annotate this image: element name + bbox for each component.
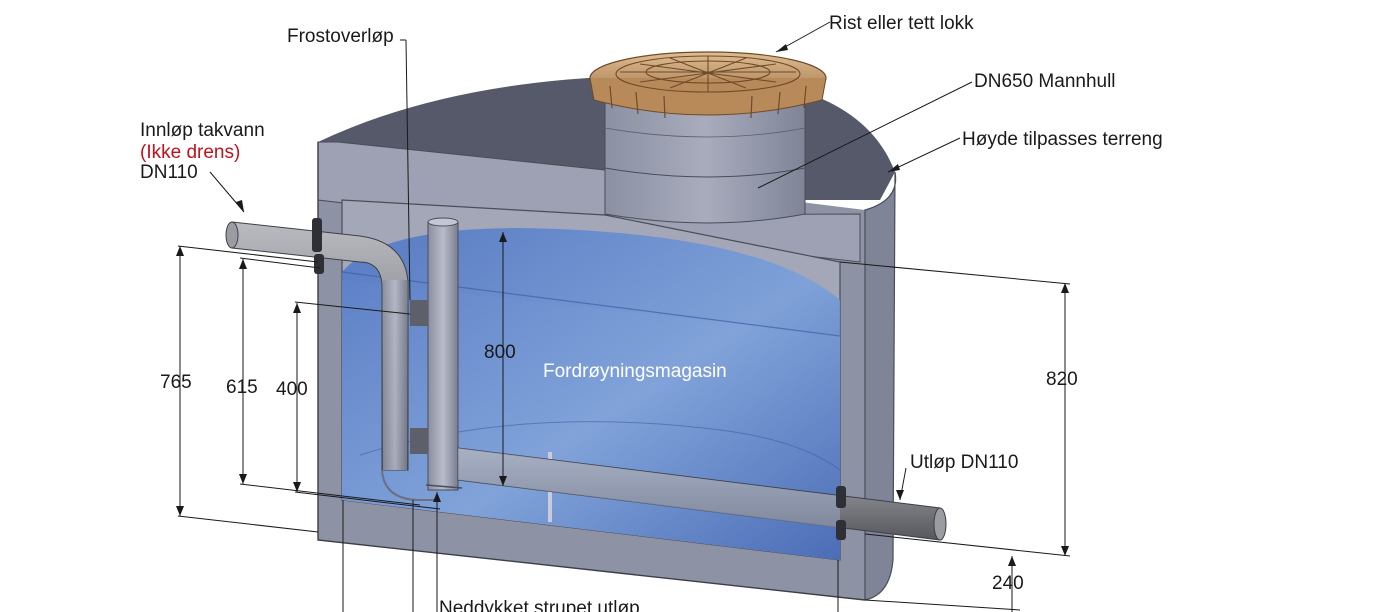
leader-arrows (236, 44, 904, 500)
label-throttled-outlet: Neddykket strupet utløp (439, 598, 640, 612)
dimension-arrows (176, 232, 1069, 566)
label-storage: Fordrøyningsmagasin (543, 361, 727, 382)
outlet-pipe (457, 447, 947, 541)
label-manhole: DN650 Mannhull (974, 71, 1116, 92)
label-inlet-line2: (Ikke drens) (140, 142, 240, 163)
label-inlet-line1: Innløp takvann (140, 120, 265, 141)
label-inlet-line3: DN110 (140, 162, 198, 183)
labels: Frostoverløp Rist eller tett lokk DN650 … (140, 13, 1163, 612)
dim-800: 800 (484, 342, 516, 363)
dim-765: 765 (160, 372, 192, 393)
label-grate-or-lid: Rist eller tett lokk (829, 13, 974, 34)
dim-400: 400 (276, 379, 308, 400)
label-height-adjust: Høyde tilpasses terreng (962, 129, 1163, 150)
manhole-lid (589, 51, 827, 119)
inlet-pipe (225, 218, 436, 501)
dim-820: 820 (1046, 369, 1078, 390)
dim-615: 615 (226, 377, 258, 398)
label-frost-overflow: Frostoverløp (287, 26, 394, 47)
dimension-lines (177, 232, 1071, 612)
frost-overflow-pipe (410, 217, 463, 491)
manhole-shaft (604, 95, 806, 224)
leader-lines (209, 21, 973, 501)
label-outlet: Utløp DN110 (910, 452, 1018, 473)
dim-240: 240 (992, 573, 1024, 594)
dimension-values: 765 615 400 800 820 240 (160, 342, 1078, 594)
